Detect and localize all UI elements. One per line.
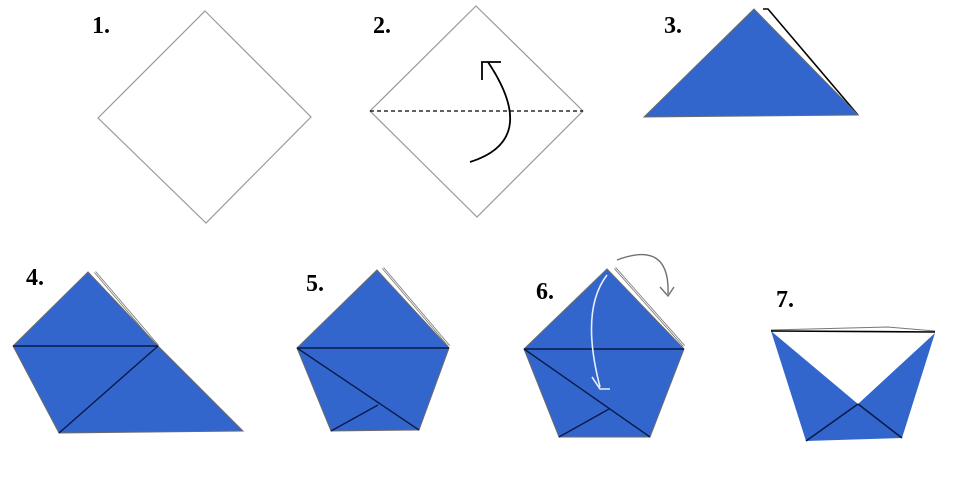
square-paper-outline — [369, 5, 584, 218]
arrowhead-icon — [591, 376, 610, 390]
step-4-figure — [12, 271, 245, 434]
step-7-number: 7. — [776, 287, 794, 313]
step-2-number: 2. — [373, 13, 391, 39]
step-7-figure — [770, 326, 936, 442]
step-1-number: 1. — [92, 13, 110, 39]
blue-triangle — [642, 8, 860, 118]
square-paper-outline — [97, 10, 312, 224]
crease-line — [805, 403, 859, 442]
step-6-figure — [523, 253, 685, 438]
arrowhead-icon — [481, 61, 501, 80]
fold-up-arrow-icon — [469, 61, 511, 163]
step-6-number: 6. — [536, 279, 554, 305]
crease-line — [558, 408, 610, 438]
blue-folded-paper — [12, 271, 245, 434]
crease-line — [523, 348, 651, 438]
blue-pentagon-paper — [523, 268, 685, 438]
fold-front-down-arrow-icon — [590, 274, 608, 388]
cup-right-side — [858, 333, 935, 438]
back-layer-edge-inner — [614, 267, 685, 347]
cup-left-side — [771, 331, 858, 441]
crease-line — [330, 404, 379, 432]
step-5-number: 5. — [306, 271, 324, 297]
arrowhead-icon — [659, 286, 675, 298]
fold-back-down-arrow-icon — [616, 253, 669, 295]
step-4-number: 4. — [26, 265, 44, 291]
crease-line — [296, 347, 420, 431]
cup-bottom — [806, 404, 902, 441]
crease-line — [857, 403, 903, 439]
blue-pentagon-paper — [296, 269, 450, 432]
step-5-figure — [296, 267, 450, 432]
step-3-figure — [642, 8, 860, 118]
cup-rim — [770, 330, 936, 333]
back-layer-edge — [763, 8, 859, 116]
back-layer-edge-inner — [94, 271, 159, 347]
back-layer-edge-inner — [382, 267, 450, 347]
step-2-figure — [369, 5, 584, 218]
crease-line — [58, 345, 159, 434]
step-3-number: 3. — [664, 13, 682, 39]
step-1-figure — [97, 10, 312, 224]
cup-rim-back — [770, 326, 936, 332]
